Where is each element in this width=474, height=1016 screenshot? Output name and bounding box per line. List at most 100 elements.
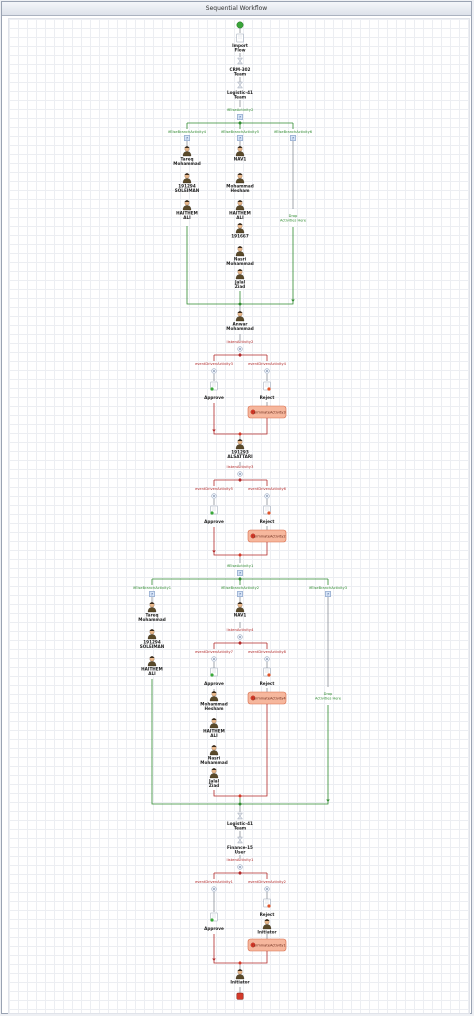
approve-doc-icon[interactable] bbox=[210, 381, 218, 391]
listen-icon[interactable] bbox=[237, 864, 243, 870]
user-tareq-icon[interactable] bbox=[147, 602, 157, 613]
user-jalal-icon[interactable] bbox=[209, 768, 219, 779]
listen-icon[interactable] bbox=[264, 493, 270, 499]
event-label: eventDrivenActivity1 bbox=[195, 880, 233, 884]
approve-doc-icon[interactable] bbox=[210, 667, 218, 677]
user-initiator-icon[interactable] bbox=[262, 919, 272, 930]
listen-icon[interactable] bbox=[211, 656, 217, 662]
approve-doc-icon[interactable] bbox=[210, 912, 218, 922]
branch-icon[interactable]: ? bbox=[325, 591, 331, 597]
crm-team-icon[interactable] bbox=[237, 57, 243, 65]
terminate-activity-4[interactable]: terminateActivity4 bbox=[247, 691, 286, 705]
body-shape bbox=[235, 316, 245, 322]
stop-icon bbox=[250, 942, 256, 948]
listen-icon[interactable] bbox=[237, 634, 243, 640]
user-anwar-icon[interactable] bbox=[235, 311, 245, 322]
terminate-label: terminateActivity1 bbox=[252, 943, 285, 947]
body-shape bbox=[235, 251, 245, 257]
listen-dot bbox=[266, 658, 268, 660]
user-initiator-icon[interactable] bbox=[235, 969, 245, 980]
hourglass-shape bbox=[237, 57, 243, 65]
user-soliman-icon[interactable] bbox=[147, 629, 157, 640]
user-tareq-icon[interactable] bbox=[182, 146, 192, 157]
listen-icon[interactable] bbox=[211, 368, 217, 374]
event-label: eventDrivenActivity7 bbox=[195, 650, 233, 654]
node-label: Initiator bbox=[257, 930, 277, 935]
listen-icon[interactable] bbox=[264, 656, 270, 662]
user-haitham-icon[interactable] bbox=[182, 200, 192, 211]
hair-shape bbox=[149, 602, 155, 604]
user-hesham-icon[interactable] bbox=[209, 691, 219, 702]
reject-mark-icon bbox=[267, 511, 271, 515]
user-haitham-icon[interactable] bbox=[235, 200, 245, 211]
user-hesham-icon[interactable] bbox=[235, 173, 245, 184]
reject-doc-icon[interactable] bbox=[263, 898, 271, 908]
approve-doc-icon[interactable] bbox=[210, 505, 218, 515]
branch-icon[interactable]: ? bbox=[237, 591, 243, 597]
connector-line bbox=[186, 226, 240, 305]
listen-dot bbox=[266, 370, 268, 372]
listen-icon[interactable] bbox=[237, 471, 243, 477]
hair-shape bbox=[237, 146, 243, 148]
listen-icon[interactable] bbox=[264, 886, 270, 892]
start-icon[interactable] bbox=[236, 21, 244, 29]
branch-icon[interactable]: ? bbox=[149, 591, 155, 597]
connector-line bbox=[240, 418, 268, 435]
branch-icon[interactable]: ? bbox=[184, 135, 190, 141]
import-flow-icon[interactable] bbox=[236, 33, 244, 43]
end-icon[interactable] bbox=[236, 992, 244, 1000]
ifelse-icon[interactable]: ? bbox=[237, 114, 243, 120]
body-shape bbox=[209, 773, 219, 779]
listen-icon[interactable] bbox=[237, 346, 243, 352]
user-alsattari-icon[interactable] bbox=[235, 439, 245, 450]
connector-line bbox=[240, 704, 268, 797]
event-label: eventDrivenActivity2 bbox=[248, 880, 286, 884]
logistic-team-icon[interactable] bbox=[237, 81, 243, 89]
branch-glyph: ? bbox=[239, 135, 241, 140]
reject-doc-icon[interactable] bbox=[263, 381, 271, 391]
event-label: eventDrivenActivity4 bbox=[248, 362, 287, 366]
branch-icon[interactable]: ? bbox=[290, 135, 296, 141]
listen-icon[interactable] bbox=[211, 493, 217, 499]
terminate-activity-1[interactable]: terminateActivity1 bbox=[247, 938, 287, 952]
user-haitham-icon[interactable] bbox=[147, 656, 157, 667]
logistic-team-icon[interactable] bbox=[237, 812, 243, 820]
junction-diamond-icon bbox=[238, 794, 242, 798]
user-nasri-icon[interactable] bbox=[235, 246, 245, 257]
user-soliman-icon[interactable] bbox=[182, 173, 192, 184]
connector-line bbox=[213, 934, 240, 964]
listen-icon[interactable] bbox=[211, 886, 217, 892]
user-haitham-icon[interactable] bbox=[209, 718, 219, 729]
branch-glyph: ? bbox=[239, 591, 241, 596]
user-191667-icon[interactable] bbox=[235, 223, 245, 234]
user-nav1-icon[interactable] bbox=[235, 602, 245, 613]
branch-icon[interactable]: ? bbox=[237, 135, 243, 141]
listen-label: listenActivity3 bbox=[227, 464, 255, 469]
user-nasri-icon[interactable] bbox=[209, 745, 219, 756]
listen-dot bbox=[239, 348, 241, 350]
hair-shape bbox=[237, 969, 243, 971]
connector-line bbox=[240, 542, 268, 556]
listen-icon[interactable] bbox=[264, 368, 270, 374]
reject-doc-icon[interactable] bbox=[263, 667, 271, 677]
node-label: Approve bbox=[204, 681, 224, 686]
hourglass-shape bbox=[237, 81, 243, 89]
finance-user-icon[interactable] bbox=[237, 836, 243, 844]
user-nav1-icon[interactable] bbox=[235, 146, 245, 157]
user-jalal-icon[interactable] bbox=[235, 269, 245, 280]
ifelse-icon[interactable]: ? bbox=[237, 570, 243, 576]
terminate-activity-2[interactable]: terminateActivity2 bbox=[247, 529, 287, 543]
reject-doc-icon[interactable] bbox=[263, 505, 271, 515]
stop-icon bbox=[250, 409, 256, 415]
terminate-activity-3[interactable]: terminateActivity3 bbox=[247, 405, 287, 419]
body-shape bbox=[209, 750, 219, 756]
body-shape bbox=[182, 151, 192, 157]
hourglass-shape bbox=[237, 812, 243, 820]
body-shape bbox=[209, 696, 219, 702]
